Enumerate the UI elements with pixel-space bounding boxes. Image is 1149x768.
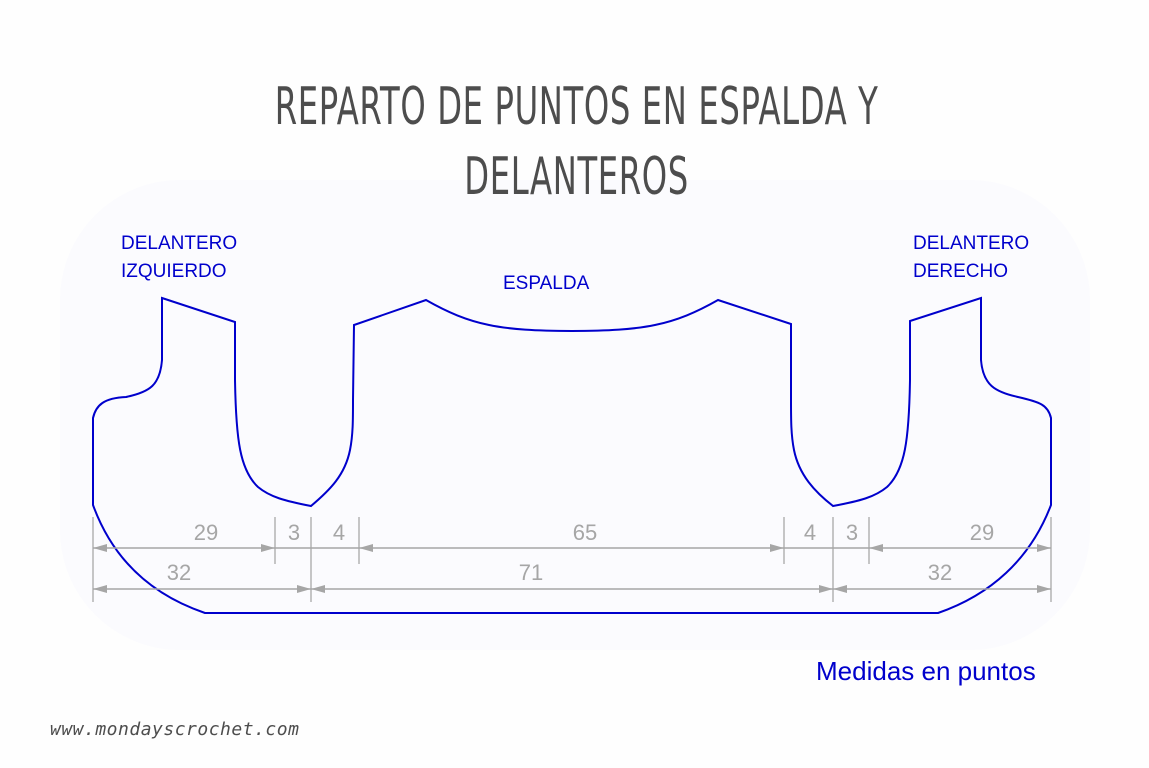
dim-bottom-2: 32 — [928, 560, 952, 585]
label-right-front: DELANTERO DERECHO — [913, 230, 1029, 286]
dim-bottom-0: 32 — [167, 560, 191, 585]
label-back: ESPALDA — [503, 273, 590, 294]
label-left-front-line2: IZQUIERDO — [121, 261, 227, 282]
label-left-front: DELANTERO IZQUIERDO — [121, 230, 237, 286]
dim-top-0: 29 — [194, 520, 218, 545]
background-blob — [60, 180, 1090, 650]
dim-top-3: 65 — [573, 520, 597, 545]
label-left-front-line1: DELANTERO — [121, 233, 238, 254]
dim-top-4: 4 — [804, 520, 816, 545]
dim-bottom-1: 71 — [519, 560, 543, 585]
website-footer: www.mondayscrochet.com — [50, 719, 300, 740]
garment-outline — [92, 296, 1052, 614]
dim-top-1: 3 — [288, 520, 300, 545]
units-note: Medidas en puntos — [816, 656, 1036, 686]
dim-top-2: 4 — [333, 520, 345, 545]
label-right-front-line2: DERECHO — [913, 261, 1009, 282]
label-right-front-line1: DELANTERO — [913, 233, 1030, 254]
page-title: REPARTO DE PUNTOS EN ESPALDA Y DELANTERO… — [274, 77, 879, 207]
dim-top-5: 3 — [846, 520, 858, 545]
dim-top-6: 29 — [970, 520, 994, 545]
